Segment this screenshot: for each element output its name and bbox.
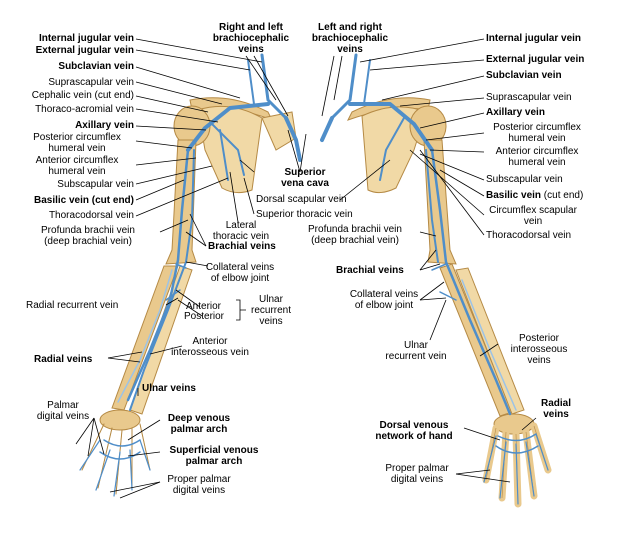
- label-thoracodorsal-left: Thoracodorsal vein: [48, 210, 134, 221]
- label-basilic-cut-left: Basilic vein (cut end): [33, 195, 134, 206]
- label-anterior: Anterior: [186, 301, 222, 312]
- label-superior-vena-cava: Superior vena cava: [281, 167, 329, 189]
- label-radial-recurrent: Radial recurrent vein: [26, 300, 119, 311]
- label-ant-circumflex-right: Anterior circumflex humeral vein: [495, 146, 579, 168]
- label-circumflex-scapular: Circumflex scapular vein: [489, 205, 577, 227]
- label-thoracodorsal-right: Thoracodorsal vein: [486, 230, 572, 241]
- left-limb-bones: [81, 97, 297, 495]
- label-suprascapular-left: Suprascapular vein: [48, 77, 134, 88]
- label-subscapular-left: Subscapular vein: [57, 179, 134, 190]
- label-ulnar-recurrent-right: Ulnar recurrent vein: [385, 340, 447, 362]
- label-basilic-cut-right: Basilic vein (cut end): [486, 190, 583, 201]
- label-radial-veins-left: Radial veins: [34, 354, 93, 365]
- label-brachiocephalic-right: Left and right brachiocephalic veins: [311, 22, 389, 55]
- label-superficial-palmar-arch: Superficial venous palmar arch: [169, 445, 259, 467]
- label-superior-thoracic: Superior thoracic vein: [256, 209, 353, 220]
- label-collateral-right: Collateral veins of elbow joint: [349, 289, 419, 311]
- label-external-jugular-left: External jugular vein: [35, 45, 134, 56]
- label-external-jugular-right: External jugular vein: [486, 54, 585, 65]
- label-post-circumflex-right: Posterior circumflex humeral vein: [493, 122, 581, 144]
- label-basilic-right-suffix: (cut end): [541, 190, 584, 201]
- label-brachiocephalic-left: Right and left brachiocephalic veins: [212, 22, 290, 55]
- label-internal-jugular-left: Internal jugular vein: [38, 33, 134, 44]
- label-palmar-digital: Palmar digital veins: [36, 400, 90, 422]
- label-cephalic-cut: Cephalic vein (cut end): [31, 90, 134, 101]
- label-radial-veins-right: Radial veins: [540, 398, 571, 420]
- label-thoraco-acromial: Thoraco-acromial vein: [35, 104, 134, 115]
- label-subclavian-right: Subclavian vein: [486, 70, 562, 81]
- label-axillary-left: Axillary vein: [75, 120, 134, 131]
- label-suprascapular-right: Suprascapular vein: [486, 92, 572, 103]
- label-anterior-interosseous: Anterior interosseous vein: [171, 336, 249, 358]
- label-proper-palmar-right: Proper palmar digital veins: [385, 463, 449, 485]
- right-limb-veins: [320, 53, 549, 505]
- label-dorsal-scapular: Dorsal scapular vein: [256, 194, 347, 205]
- ulnar-recurrent-bracket: [236, 299, 246, 321]
- label-lateral-thoracic: Lateral thoracic vein: [212, 220, 270, 242]
- label-brachial-right: Brachial veins: [336, 265, 404, 276]
- label-ulnar-recurrent-left: Ulnar recurrent veins: [250, 294, 291, 327]
- label-posterior: Posterior: [184, 311, 225, 322]
- label-profunda-left: Profunda brachii vein (deep brachial vei…: [41, 225, 135, 247]
- label-proper-palmar-left: Proper palmar digital veins: [167, 474, 231, 496]
- label-collateral-left: Collateral veins of elbow joint: [205, 262, 275, 284]
- label-profunda-right: Profunda brachii vein (deep brachial vei…: [308, 224, 402, 246]
- left-limb-veins: [79, 53, 302, 497]
- label-ulnar-veins: Ulnar veins: [142, 383, 196, 394]
- label-internal-jugular-right: Internal jugular vein: [486, 33, 582, 44]
- label-axillary-right: Axillary vein: [486, 107, 545, 118]
- leader-lines: [75, 38, 537, 499]
- label-ant-circumflex-left: Anterior circumflex humeral vein: [35, 155, 119, 177]
- label-posterior-interosseous: Posterior interosseous veins: [510, 333, 568, 366]
- label-dorsal-venous-network: Dorsal venous network of hand: [375, 420, 453, 442]
- label-deep-palmar-arch: Deep venous palmar arch: [167, 413, 231, 435]
- label-subscapular-right: Subscapular vein: [486, 174, 563, 185]
- label-post-circumflex-left: Posterior circumflex humeral vein: [33, 132, 121, 154]
- label-basilic-right-name: Basilic vein: [486, 190, 542, 201]
- label-brachial-left: Brachial veins: [208, 241, 276, 252]
- label-subclavian-left: Subclavian vein: [58, 61, 134, 72]
